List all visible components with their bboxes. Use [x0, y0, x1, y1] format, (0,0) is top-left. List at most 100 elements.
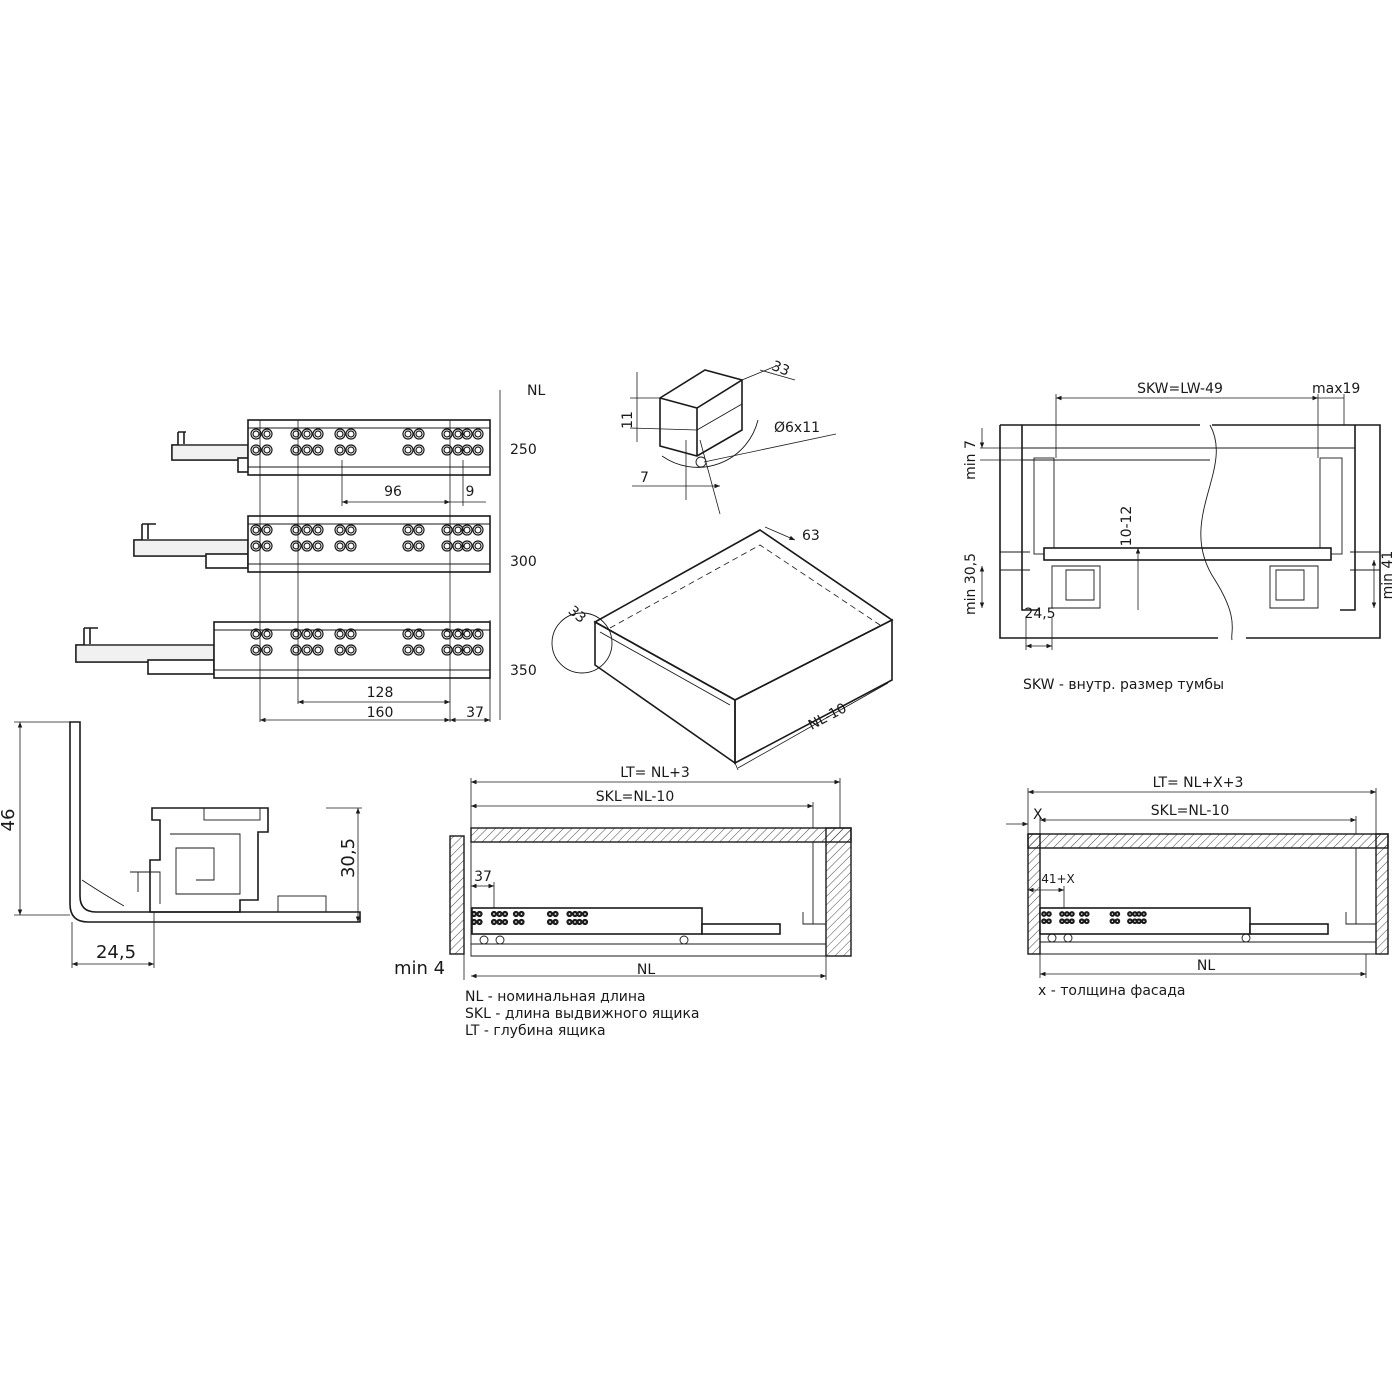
side-b-lt: LT= NL+X+3	[1153, 775, 1244, 791]
mounting-hole	[261, 444, 273, 456]
mounting-hole	[250, 540, 262, 552]
cab-24-5: 24,5	[1024, 606, 1055, 622]
mounting-hole	[292, 542, 300, 550]
mounting-hole	[252, 542, 260, 550]
mounting-hole	[415, 430, 423, 438]
min41: min 41	[1380, 551, 1396, 600]
mounting-hole	[252, 630, 260, 638]
mounting-hole	[415, 542, 423, 550]
mounting-hole	[1115, 912, 1120, 916]
mounting-hole	[497, 919, 502, 925]
mounting-hole	[336, 630, 344, 638]
mounting-hole	[472, 428, 484, 440]
mounting-hole	[402, 428, 414, 440]
mounting-hole	[1079, 919, 1084, 924]
mounting-hole	[1114, 918, 1121, 925]
mounting-hole	[502, 919, 508, 925]
mounting-hole	[567, 919, 572, 925]
mounting-hole	[402, 444, 414, 456]
slide-250	[171, 419, 491, 476]
length-300: 300	[510, 554, 537, 570]
mounting-hole	[491, 911, 497, 917]
mounting-hole	[312, 644, 324, 656]
mounting-hole	[1079, 912, 1084, 916]
mounting-hole	[263, 430, 271, 438]
side-a-lt: LT= NL+3	[620, 765, 690, 781]
mounting-hole	[312, 524, 324, 536]
mounting-hole	[314, 646, 322, 654]
mounting-hole	[454, 542, 462, 550]
mounting-hole	[263, 646, 271, 654]
mounting-hole	[301, 444, 313, 456]
mounting-hole	[347, 542, 355, 550]
mounting-hole	[461, 540, 473, 552]
mounting-hole	[461, 444, 473, 456]
mounting-hole	[261, 628, 273, 640]
mounting-hole	[1060, 912, 1064, 916]
mounting-hole	[263, 446, 271, 454]
mounting-hole	[290, 444, 302, 456]
mounting-hole	[474, 526, 482, 534]
mounting-hole	[1136, 912, 1141, 916]
mounting-hole	[1046, 911, 1052, 917]
mounting-hole	[301, 540, 313, 552]
mounting-hole	[334, 524, 346, 536]
mounting-hole	[303, 430, 311, 438]
length-250: 250	[510, 442, 537, 458]
mounting-hole	[1136, 919, 1141, 924]
mounting-hole	[581, 910, 589, 918]
mounting-hole	[1084, 912, 1089, 916]
mounting-hole	[415, 446, 423, 454]
mounting-hole	[452, 644, 464, 656]
mounting-hole	[1042, 919, 1046, 924]
mounting-hole	[314, 430, 322, 438]
mounting-hole	[301, 644, 313, 656]
mounting-hole	[415, 526, 423, 534]
mounting-hole	[463, 446, 471, 454]
profile-w24-5: 24,5	[96, 942, 136, 963]
mounting-hole	[472, 524, 484, 536]
mounting-hole	[345, 524, 357, 536]
mounting-hole	[463, 526, 471, 534]
drawer-dim-nl10: NL-10	[806, 700, 850, 733]
mounting-hole	[336, 646, 344, 654]
hole-pattern-350	[250, 628, 484, 656]
profile-h46: 46	[0, 809, 19, 832]
mounting-hole	[1127, 919, 1132, 924]
mounting-hole	[519, 911, 524, 917]
dim-37: 37	[466, 705, 484, 721]
mounting-hole	[345, 428, 357, 440]
mounting-hole	[252, 646, 260, 654]
mounting-hole	[547, 919, 553, 925]
mounting-hole	[452, 428, 464, 440]
mounting-hole	[474, 630, 482, 638]
mounting-hole	[474, 646, 482, 654]
mounting-hole	[250, 428, 262, 440]
side-view-b: LT= NL+X+3 X SKL=NL-10 41+X NL x - толщи…	[1006, 775, 1389, 999]
mounting-hole	[312, 628, 324, 640]
mounting-hole	[250, 628, 262, 640]
mounting-hole	[261, 644, 273, 656]
mounting-hole	[1069, 919, 1074, 924]
side-a-min4: min 4	[394, 958, 445, 979]
mounting-hole	[1069, 911, 1075, 917]
mounting-hole	[250, 444, 262, 456]
mounting-hole	[312, 540, 324, 552]
mounting-hole	[334, 428, 346, 440]
mounting-hole	[463, 542, 471, 550]
mounting-hole	[250, 644, 262, 656]
cabinet-section: SKW=LW-49 max19 min 7 10-12 min 30,5 min…	[963, 381, 1396, 693]
mounting-hole	[303, 526, 311, 534]
mounting-hole	[314, 526, 322, 534]
dim-96: 96	[384, 484, 402, 500]
mounting-hole	[1083, 918, 1090, 925]
mounting-hole	[1042, 912, 1046, 916]
mounting-hole	[347, 630, 355, 638]
mounting-hole	[336, 446, 344, 454]
dim-128: 128	[367, 685, 394, 701]
mounting-hole	[454, 446, 462, 454]
profile-section: 46 30,5 24,5	[0, 721, 362, 968]
mounting-hole	[502, 911, 508, 917]
mounting-hole	[404, 542, 412, 550]
